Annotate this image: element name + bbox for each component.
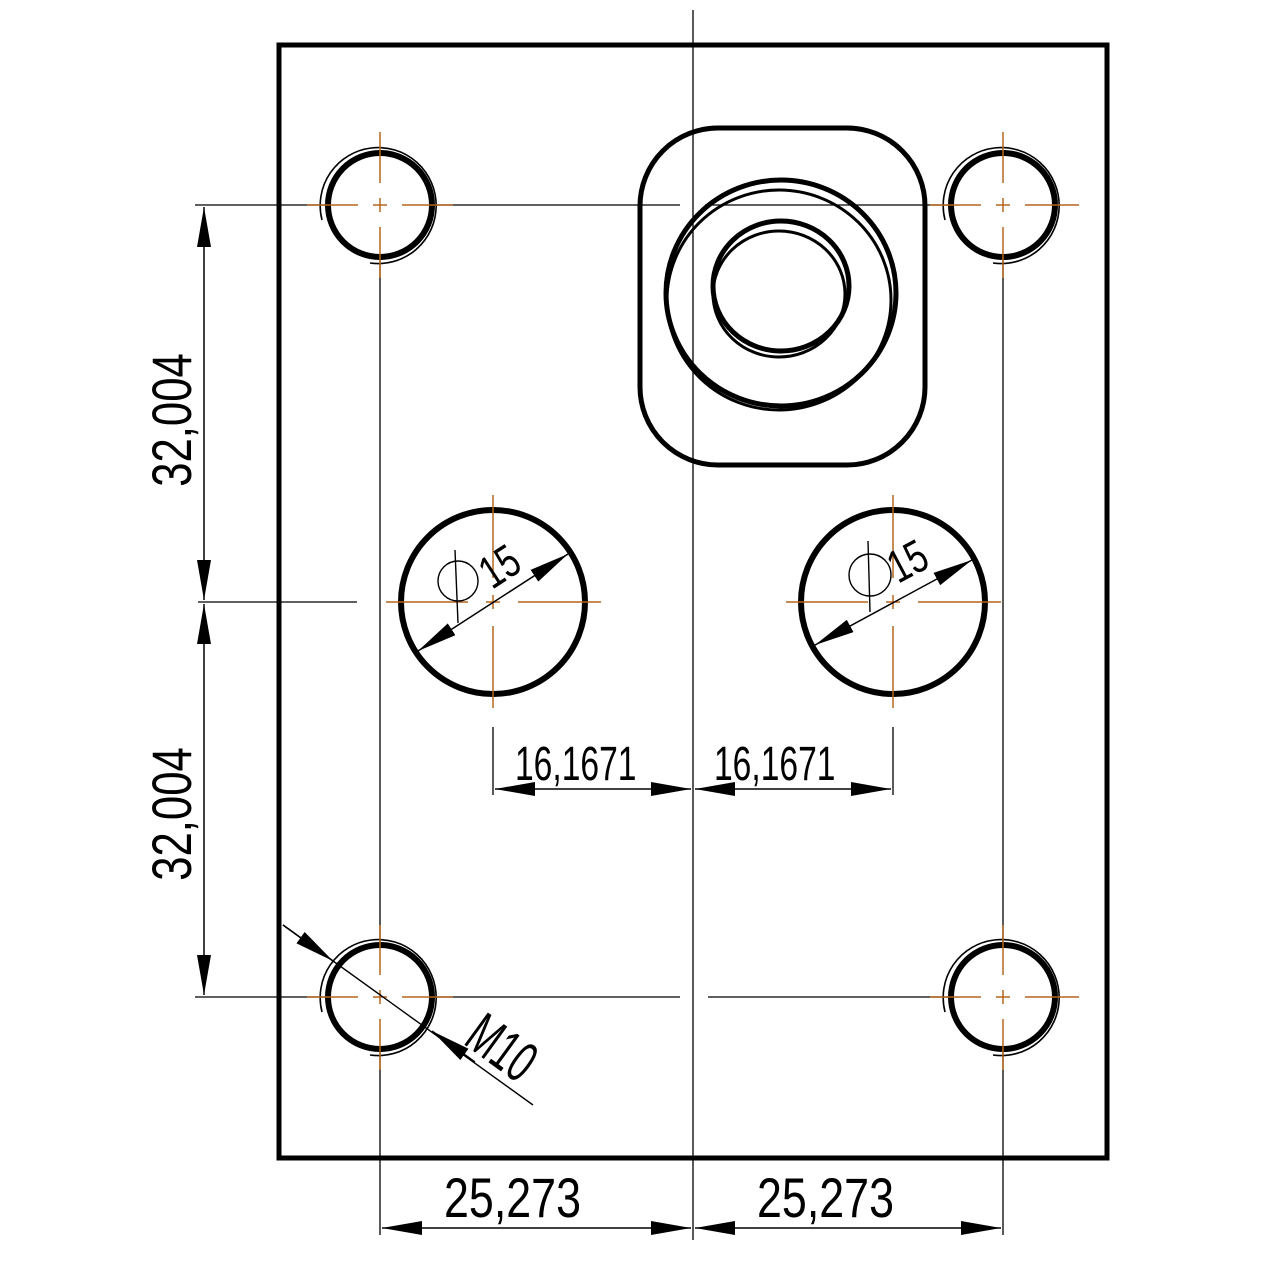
diameter-symbol-right [848, 540, 892, 613]
vertical-dimension-upper: 32,004 [141, 207, 211, 600]
diameter-value-left: 15 [469, 534, 530, 599]
through-hole-left: 15 [386, 495, 601, 708]
horizontal-dimension-bottom-left-text: 25,273 [444, 1166, 581, 1229]
through-hole-right: 15 [786, 495, 1001, 708]
thread-callout-text: M10 [454, 1001, 549, 1095]
horizontal-dimension-mid-right-text: 16,1671 [714, 736, 835, 790]
threaded-hole-top-right [930, 132, 1079, 278]
horizontal-dimension-mid-left: 16,1671 [495, 736, 691, 796]
horizontal-dimension-bottom-right-text: 25,273 [757, 1166, 894, 1229]
horizontal-dimension-mid-right: 16,1671 [695, 736, 891, 796]
vertical-dimension-lower: 32,004 [141, 604, 211, 995]
threaded-hole-bottom-left [307, 925, 453, 1070]
horizontal-dimension-bottom-left: 25,273 [382, 1166, 691, 1235]
diameter-dimension-line-right [814, 559, 973, 646]
diameter-dimension-line-left [417, 553, 569, 652]
diameter-symbol-left [437, 549, 479, 624]
horizontal-dimension-mid-left-text: 16,1671 [515, 736, 636, 790]
vertical-dimension-lower-text: 32,004 [141, 747, 203, 881]
top-center-boss [637, 125, 928, 468]
vertical-dimension-upper-text: 32,004 [141, 353, 203, 487]
threaded-hole-top-left [307, 132, 453, 278]
horizontal-dimension-bottom-right: 25,273 [695, 1166, 1001, 1235]
threaded-hole-bottom-right [930, 925, 1079, 1070]
